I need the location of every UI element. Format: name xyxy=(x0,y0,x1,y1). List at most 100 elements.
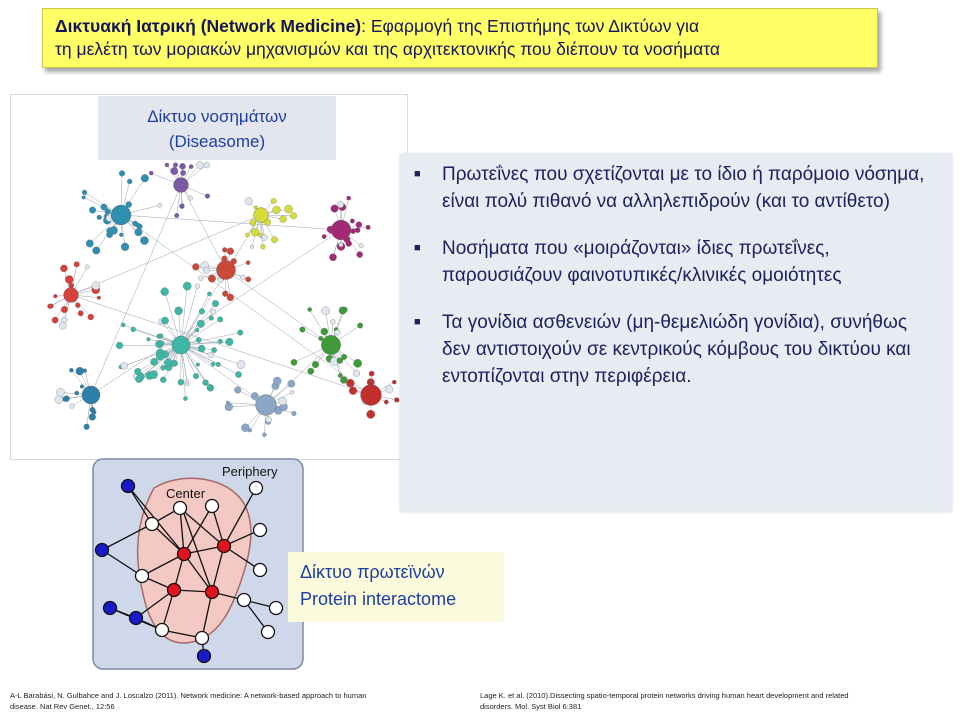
diseasome-node xyxy=(170,167,179,175)
title-rest: : Εφαρμογή της Επιστήμης των Δικτύων για xyxy=(361,16,700,36)
diseasome-graph xyxy=(47,161,400,438)
title-line-2: τη μελέτη των μοριακών μηχανισμών και τη… xyxy=(55,39,720,59)
diseasome-node xyxy=(355,221,363,228)
diseasome-node xyxy=(312,361,320,369)
diseasome-node xyxy=(244,197,253,206)
diseasome-node xyxy=(150,357,159,366)
diseasome-node xyxy=(365,224,371,230)
diseasome-node xyxy=(307,367,315,375)
title-banner: Δικτυακή Ιατρική (Network Medicine): Εφα… xyxy=(42,8,878,68)
bullet-marker-icon: ■ xyxy=(414,316,421,328)
diseasome-node xyxy=(118,170,126,177)
diseasome-node xyxy=(65,275,74,284)
diseasome-node xyxy=(249,244,254,249)
diseasome-node xyxy=(136,223,143,230)
diseasome-node xyxy=(207,384,212,389)
bullet-text: Τα γονίδια ασθενειών (μη-θεμελιώδη γονίδ… xyxy=(442,312,911,387)
diseasome-node xyxy=(353,359,362,368)
diseasome-node xyxy=(140,236,149,245)
diseasome-node xyxy=(354,227,361,233)
diseasome-hub-node xyxy=(253,207,269,223)
diseasome-node xyxy=(84,264,90,270)
diseasome-node xyxy=(321,306,330,316)
protein-label-greek: Δίκτυο πρωτεϊνών xyxy=(300,562,445,582)
diseasome-node xyxy=(188,164,194,169)
diseasome-node xyxy=(338,242,344,248)
diseasome-node xyxy=(130,326,136,333)
interactome-graph: Periphery Center xyxy=(92,458,304,670)
diseasome-node xyxy=(236,360,246,369)
diseasome-node xyxy=(210,362,216,367)
diseasome-node xyxy=(330,204,339,213)
diseasome-node xyxy=(69,368,74,373)
bullet-panel: ■ Πρωτεΐνες που σχετίζονται με το ίδιο ή… xyxy=(400,153,952,511)
diseasome-node xyxy=(180,170,186,176)
diseasome-node xyxy=(87,313,94,321)
diseasome-node xyxy=(127,178,133,185)
diseasome-node xyxy=(338,306,347,315)
diseasome-node xyxy=(225,337,234,346)
diseasome-node xyxy=(215,361,221,367)
diseasome-node xyxy=(132,220,138,227)
diseasome-node xyxy=(79,384,84,389)
diseasome-node xyxy=(329,253,337,262)
diseasome-node xyxy=(260,244,266,250)
diseasome-node xyxy=(51,316,59,324)
diseasome-node xyxy=(346,379,355,388)
diseasome-node xyxy=(174,213,180,218)
diseasome-nodes xyxy=(47,161,400,438)
diseasome-node xyxy=(196,161,204,169)
diseasome-node xyxy=(307,307,312,312)
diseasome-node xyxy=(164,162,170,168)
diseasome-node xyxy=(253,205,258,210)
diseasome-hub-node xyxy=(255,394,277,416)
diseasome-node xyxy=(222,247,228,253)
diseasome-node xyxy=(74,390,79,396)
diseasome-node xyxy=(217,338,223,344)
diseasome-node xyxy=(287,379,296,388)
diseasome-node xyxy=(385,385,394,394)
diseasome-node xyxy=(196,319,205,328)
title-bold: Δικτυακή Ιατρική (Network Medicine) xyxy=(55,16,362,36)
diseasome-node xyxy=(202,379,209,386)
diseasome-node xyxy=(270,198,277,204)
diseasome-node xyxy=(346,195,351,201)
diseasome-node xyxy=(85,239,94,248)
diseasome-node xyxy=(182,281,192,291)
diseasome-node xyxy=(115,341,124,350)
diseasome-node xyxy=(234,386,242,394)
diseasome-node xyxy=(348,386,358,395)
interactome-nodes xyxy=(94,478,284,664)
diseasome-node xyxy=(222,290,229,297)
bullet-item-1: ■ Πρωτεΐνες που σχετίζονται με το ίδιο ή… xyxy=(412,161,936,215)
diseasome-node xyxy=(120,362,129,370)
diseasome-node xyxy=(357,322,364,329)
diseasome-label: Δίκτυο νοσημάτων (Diseasome) xyxy=(98,96,336,160)
diseasome-node xyxy=(185,379,190,384)
diseasome-node xyxy=(241,423,250,432)
diseasome-node xyxy=(279,215,287,223)
diseasome-node xyxy=(160,287,169,296)
diseasome-node xyxy=(272,205,281,214)
diseasome-node xyxy=(47,303,53,309)
diseasome-node xyxy=(290,212,297,220)
diseasome-node xyxy=(140,174,149,183)
bullet-item-2: ■ Νοσήματα που «μοιράζονται» ίδιες πρωτε… xyxy=(412,235,936,289)
diseasome-node xyxy=(91,281,101,290)
diseasome-node xyxy=(73,261,80,268)
diseasome-node xyxy=(337,373,343,378)
diseasome-node xyxy=(245,276,252,283)
reference-left-line-2: disease. Nat Rev Genet., 12:56 xyxy=(10,702,115,711)
interactome-diagram: Periphery Center xyxy=(92,458,304,670)
bullet-text: Πρωτεΐνες που σχετίζονται με το ίδιο ή π… xyxy=(442,164,925,212)
diseasome-node xyxy=(207,351,214,359)
bullet-marker-icon: ■ xyxy=(414,242,421,254)
diseasome-node xyxy=(172,162,179,168)
diseasome-node xyxy=(106,231,113,238)
bullet-item-3: ■ Τα γονίδια ασθενειών (μη-θεμελιώδη γον… xyxy=(412,309,936,390)
diseasome-node xyxy=(163,358,173,367)
diseasome-node xyxy=(226,293,234,301)
diseasome-node xyxy=(56,388,65,397)
diseasome-node xyxy=(392,379,397,385)
diseasome-node xyxy=(356,251,363,258)
